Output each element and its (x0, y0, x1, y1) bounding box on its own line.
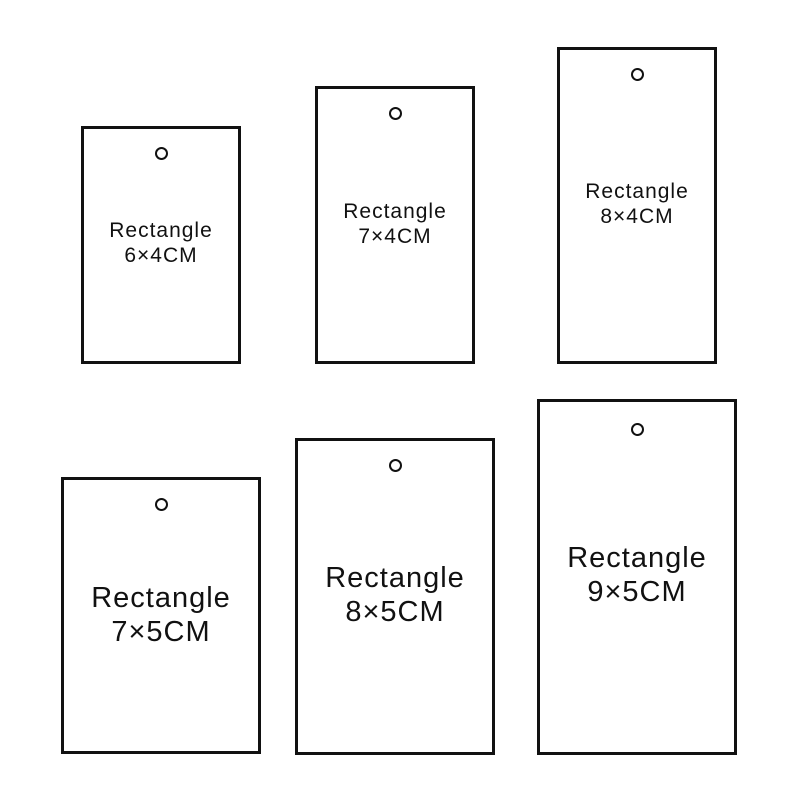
tag-title: Rectangle (91, 582, 231, 614)
hang-hole-icon (630, 68, 644, 81)
tag-8x5: Rectangle 8×5CM (295, 438, 495, 755)
tag-size: 9×5CM (587, 576, 687, 608)
tag-7x4: Rectangle 7×4CM (315, 86, 475, 364)
tag-title: Rectangle (343, 200, 447, 223)
tag-title: Rectangle (567, 542, 707, 574)
hang-hole-icon (388, 107, 402, 120)
tag-8x4: Rectangle 8×4CM (557, 47, 717, 364)
hang-hole-icon (388, 459, 402, 472)
tag-7x5: Rectangle 7×5CM (61, 477, 261, 754)
hang-hole-icon (154, 498, 168, 511)
tag-title: Rectangle (109, 219, 213, 242)
tag-label: Rectangle 6×4CM (84, 218, 238, 268)
tag-label: Rectangle 7×5CM (64, 581, 258, 649)
tag-size: 8×4CM (600, 205, 674, 228)
tag-label: Rectangle 8×4CM (560, 179, 714, 229)
tag-size: 7×4CM (358, 225, 432, 248)
tag-label: Rectangle 8×5CM (298, 561, 492, 629)
hang-hole-icon (630, 423, 644, 436)
hang-hole-icon (154, 147, 168, 160)
tag-label: Rectangle 9×5CM (540, 541, 734, 609)
tag-title: Rectangle (585, 180, 689, 203)
tag-title: Rectangle (325, 562, 465, 594)
tag-6x4: Rectangle 6×4CM (81, 126, 241, 364)
tag-9x5: Rectangle 9×5CM (537, 399, 737, 755)
tag-label: Rectangle 7×4CM (318, 199, 472, 249)
tag-size: 6×4CM (124, 244, 198, 267)
tag-size: 7×5CM (111, 616, 211, 648)
tag-size: 8×5CM (345, 596, 445, 628)
